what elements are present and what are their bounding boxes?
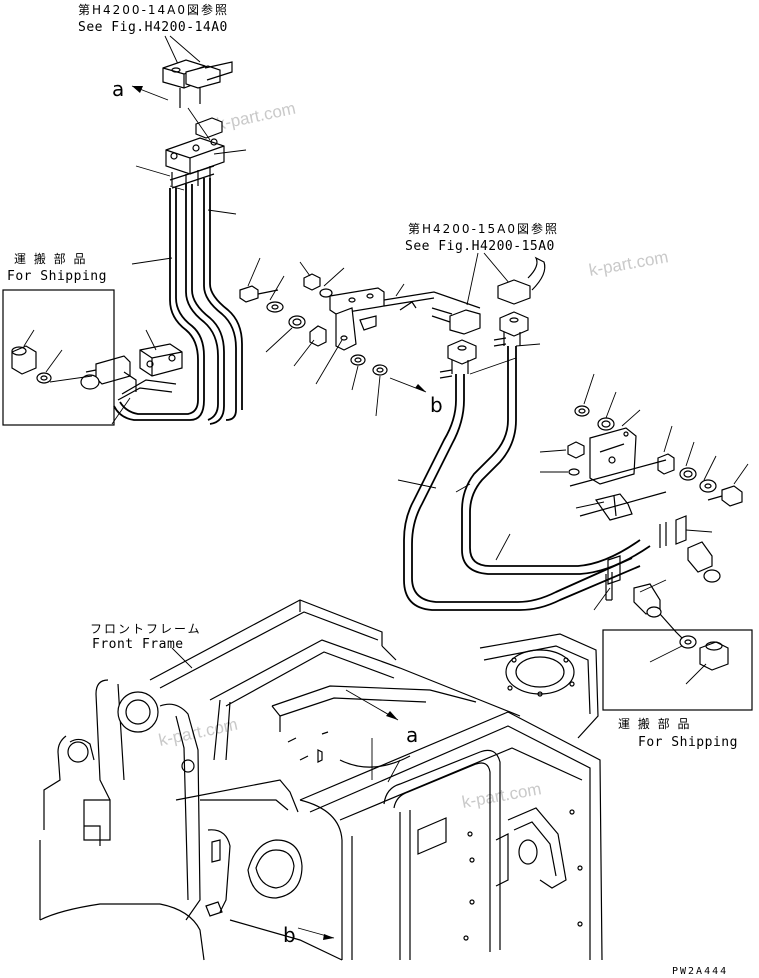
shipping-left-parts [11,345,52,384]
shipping-left-en: For Shipping [7,269,107,284]
right-tube-run [403,346,687,611]
right-end-fittings [633,541,721,641]
shipping-box-right [602,629,753,711]
marker-b-right: b [430,393,443,417]
left-tube-bundle [113,178,243,425]
front-frame-en: Front Frame [92,637,184,652]
top-valve-block [162,59,233,190]
drawing-code: PW2A444 [672,966,728,977]
shipping-left-jp: 運 搬 部 品 [14,251,87,266]
ref-fig-14a0-en: See Fig.H4200-14A0 [78,20,228,35]
shipping-box-left [2,289,115,426]
watermark-frame-right: k-part.com [460,779,542,812]
middle-hardware [239,273,481,376]
ref-fig-14a0-jp: 第H4200-14A0図参照 [78,2,229,17]
shipping-right-en: For Shipping [638,735,738,750]
watermark-top: k-part.com [215,99,297,134]
front-frame-jp: フロントフレーム [90,622,202,636]
left-fitting-cluster [80,343,183,392]
marker-b-bottom: b [283,923,296,947]
front-frame [39,599,603,961]
watermark-right: k-part.com [587,247,669,280]
marker-a-top: a [112,77,124,101]
shipping-right-parts [679,635,729,671]
right-valve-blocks [431,256,546,379]
marker-a-frame: a [406,723,418,747]
ref-fig-15a0-jp: 第H4200-15A0図参照 [408,221,559,236]
ref-fig-15a0-en: See Fig.H4200-15A0 [405,239,555,254]
shipping-right-jp: 運 搬 部 品 [618,716,691,731]
right-bracket-hardware [567,405,743,521]
